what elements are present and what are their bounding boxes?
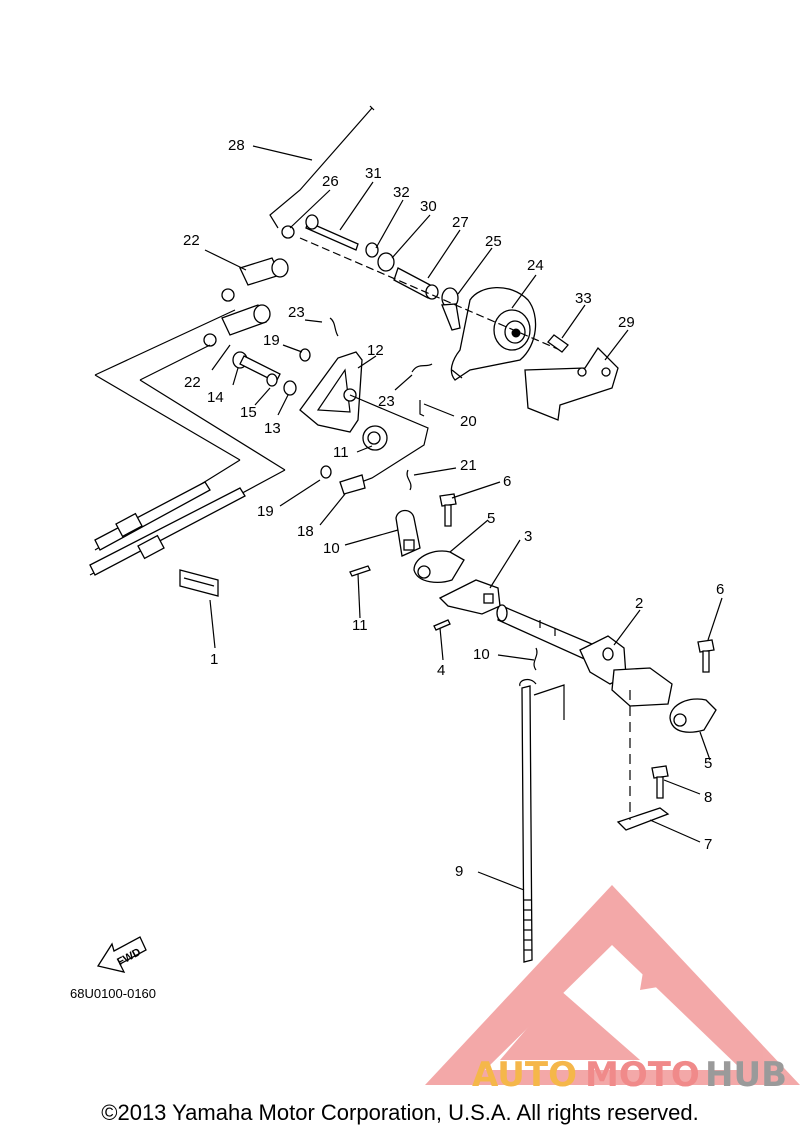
part-2-shift-shaft xyxy=(496,604,673,707)
part-nut-lower xyxy=(203,333,217,347)
label-23-lower: 23 xyxy=(378,393,395,410)
part-nut-upper xyxy=(221,288,235,302)
label-26: 26 xyxy=(322,173,339,190)
part-23-clip-upper xyxy=(329,317,339,337)
part-number-labels: 28 26 31 32 30 27 25 24 33 29 22 23 19 1… xyxy=(183,137,724,880)
watermark-text-hub: HUB xyxy=(705,1055,787,1095)
part-18-rod-end xyxy=(339,474,366,495)
part-1-tag xyxy=(179,569,219,597)
label-13: 12 xyxy=(367,342,384,359)
label-1: 1 xyxy=(210,651,218,668)
label-28: 28 xyxy=(228,137,245,154)
label-22-lower: 22 xyxy=(184,374,201,391)
part-22-joint-lower xyxy=(221,304,271,336)
part-4-pin xyxy=(433,619,451,631)
label-23-upper: 23 xyxy=(288,304,305,321)
part-23-clip-lower xyxy=(411,363,433,373)
guide-line-9 xyxy=(533,684,565,720)
label-3: 3 xyxy=(524,528,532,545)
part-13-lever-bracket xyxy=(299,351,363,433)
label-7: 7 xyxy=(704,836,712,853)
part-30-washer xyxy=(377,252,395,272)
part-22-joint-upper xyxy=(239,257,289,286)
label-27: 27 xyxy=(452,214,469,231)
label-30: 30 xyxy=(420,198,437,215)
label-31: 31 xyxy=(365,165,382,182)
label-9: 9 xyxy=(455,863,463,880)
part-25-lever xyxy=(441,287,461,331)
part-5-clamp-right xyxy=(669,698,717,733)
part-11-lever xyxy=(395,509,421,557)
part-12-pin xyxy=(349,565,371,577)
part-9-rod xyxy=(519,678,537,963)
label-18: 18 xyxy=(297,523,314,540)
part-21-clip xyxy=(406,469,412,491)
label-12: 11 xyxy=(352,617,368,634)
fwd-arrow-icon: FWD xyxy=(96,936,147,973)
part-6-bolt-upper xyxy=(439,493,457,527)
watermark-text: AUTO MOTO HUB xyxy=(472,1055,787,1095)
label-4: 4 xyxy=(437,662,445,679)
label-2: 2 xyxy=(635,595,643,612)
part-7-plate xyxy=(616,807,670,831)
part-26-collar xyxy=(281,225,295,239)
label-29: 29 xyxy=(618,314,635,331)
assembly-axis-line xyxy=(299,237,561,351)
diagram-code: 68U0100-0160 xyxy=(70,986,156,1001)
label-6-right: 6 xyxy=(716,581,724,598)
part-19-washer-upper xyxy=(299,348,311,362)
label-19-upper: 19 xyxy=(263,332,280,349)
label-22-upper: 22 xyxy=(183,232,200,249)
label-8: 8 xyxy=(704,789,712,806)
part-20-pin xyxy=(419,400,425,417)
label-15: 13 xyxy=(264,420,281,437)
part-24-cam xyxy=(450,287,537,381)
label-20: 20 xyxy=(460,413,477,430)
part-31-bolt xyxy=(305,214,359,251)
label-5-upper: 5 xyxy=(487,510,495,527)
part-3-lever xyxy=(438,579,501,615)
label-25: 25 xyxy=(485,233,502,250)
label-14: 11 xyxy=(333,444,349,461)
part-19-washer-lower xyxy=(320,465,332,479)
part-29-bracket xyxy=(524,346,619,421)
part-10-clip xyxy=(533,647,538,671)
label-11: 10 xyxy=(323,540,340,557)
part-8-bolt xyxy=(651,765,669,799)
label-24: 24 xyxy=(527,257,544,274)
label-21: 21 xyxy=(460,457,477,474)
label-32: 32 xyxy=(393,184,410,201)
control-cables xyxy=(89,309,286,576)
part-33-bolt xyxy=(547,334,569,353)
label-19-lower: 19 xyxy=(257,503,274,520)
label-6-upper: 6 xyxy=(503,473,511,490)
label-16: 14 xyxy=(207,389,224,406)
label-10: 10 xyxy=(473,646,490,663)
watermark-logo xyxy=(425,885,800,1085)
part-17-washer xyxy=(266,373,278,387)
label-33: 33 xyxy=(575,290,592,307)
leader-lines xyxy=(204,145,723,891)
label-17: 15 xyxy=(240,404,257,421)
part-5-clamp-upper xyxy=(413,550,465,583)
copyright-notice: ©2013 Yamaha Motor Corporation, U.S.A. A… xyxy=(101,1100,699,1125)
part-14-cap xyxy=(362,425,388,451)
part-32-washer xyxy=(365,242,379,258)
part-15-washer xyxy=(283,380,297,396)
watermark-text-auto: AUTO xyxy=(472,1055,577,1095)
watermark-text-moto: MOTO xyxy=(585,1055,700,1095)
label-5-right: 5 xyxy=(704,755,712,772)
part-28-rod xyxy=(269,105,375,229)
part-6-bolt-right xyxy=(697,639,715,673)
